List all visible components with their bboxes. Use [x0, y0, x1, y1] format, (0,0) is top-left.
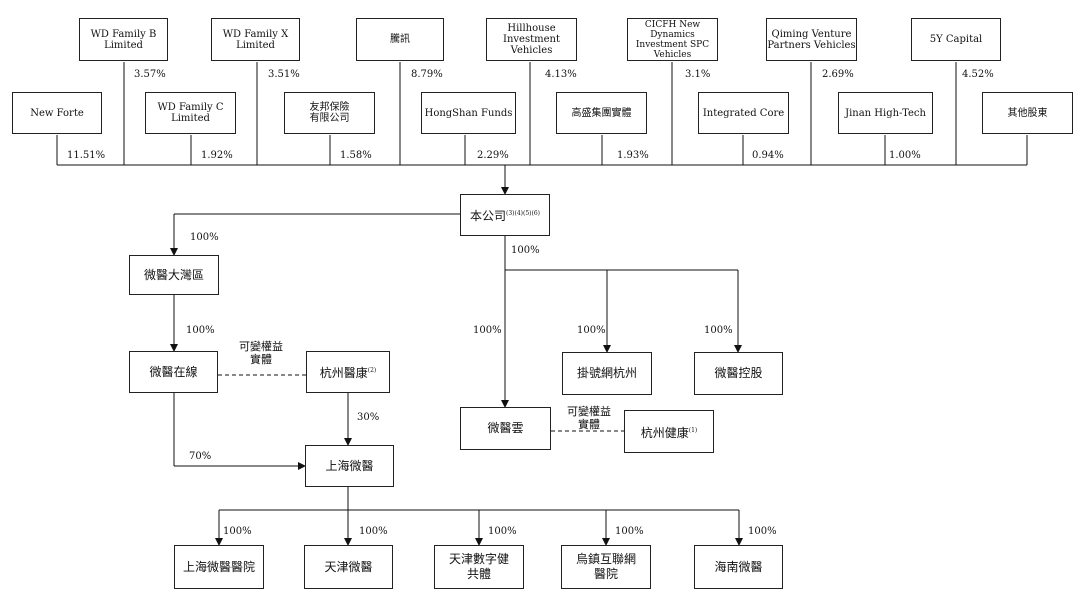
shareholder-goldman: 高盛集團實體 [556, 92, 647, 134]
entity-guahao-hangzhou: 掛號網杭州 [562, 352, 652, 395]
pct-aia: 1.58% [340, 150, 372, 161]
label-pct-sub1: 100% [223, 526, 252, 537]
pct-5y-capital: 4.52% [962, 69, 994, 80]
pct-wd-family-c: 1.92% [201, 150, 233, 161]
shareholder-jinan-high-tech: Jinan High-Tech [838, 92, 933, 134]
vie-label-1: 可變權益 實體 [239, 340, 283, 366]
label-pct-weiyiyun: 100% [473, 325, 502, 336]
shareholder-integrated-core: Integrated Core [698, 92, 789, 134]
label-pct-konggu: 100% [704, 325, 733, 336]
subsidiary-tianjin-weiyi: 天津微醫 [304, 545, 393, 589]
pct-integrated-core: 0.94% [752, 150, 784, 161]
subsidiary-tianjin-digital: 天津數字健 共體 [434, 545, 524, 589]
vie-label-2: 可變權益 實體 [567, 405, 611, 431]
shareholder-aia: 友邦保險 有限公司 [284, 92, 375, 134]
shareholder-new-forte: New Forte [12, 92, 102, 134]
pct-cicfh: 3.1% [685, 69, 711, 80]
pct-new-forte: 11.51% [67, 150, 106, 161]
entity-shanghai-weiyi: 上海微醫 [305, 445, 394, 487]
subsidiary-wuzhen-hospital: 烏鎮互聯網 醫院 [561, 545, 651, 589]
entity-weiyiyun: 微醫雲 [460, 407, 551, 450]
subsidiary-shanghai-hospital: 上海微醫醫院 [174, 545, 264, 589]
company-box: 本公司(3)(4)(5)(6) [460, 194, 550, 236]
label-pct-dawanqu: 100% [190, 232, 219, 243]
shareholder-others: 其他股東 [982, 92, 1073, 134]
label-pct-company-branch: 100% [511, 245, 540, 256]
shareholder-wd-family-c: WD Family C Limited [145, 92, 236, 134]
shareholder-cicfh: CICFH New Dynamics Investment SPC Vehicl… [627, 18, 718, 61]
label-pct-zaixian: 100% [186, 325, 215, 336]
label-pct-sub2: 100% [359, 526, 388, 537]
pct-hillhouse: 4.13% [545, 69, 577, 80]
shareholder-qiming: Qiming Venture Partners Vehicles [766, 18, 857, 61]
label-pct-sub3: 100% [488, 526, 517, 537]
entity-hz-jiankang: 杭州健康(1) [624, 410, 714, 453]
shareholder-hillhouse: Hillhouse Investment Vehicles [486, 18, 577, 61]
label-pct-sub4: 100% [615, 526, 644, 537]
pct-wd-family-x: 3.51% [268, 69, 300, 80]
label-pct-guahao: 100% [577, 325, 606, 336]
label-pct-30: 30% [357, 412, 380, 423]
shareholder-5y-capital: 5Y Capital [911, 18, 1001, 61]
pct-qiming: 2.69% [822, 69, 854, 80]
pct-goldman: 1.93% [617, 150, 649, 161]
pct-hongshan: 2.29% [477, 150, 509, 161]
entity-weiyi-konggu: 微醫控股 [694, 352, 783, 395]
entity-hz-yikang: 杭州醫康(2) [306, 351, 390, 393]
pct-tencent: 8.79% [411, 69, 443, 80]
pct-jinan-high-tech: 1.00% [889, 150, 921, 161]
shareholder-tencent: 騰訊 [356, 18, 444, 61]
shareholder-wd-family-b: WD Family B Limited [79, 18, 168, 61]
subsidiary-hainan-weiyi: 海南微醫 [694, 545, 783, 589]
label-pct-70: 70% [189, 451, 212, 462]
shareholder-hongshan: HongShan Funds [421, 92, 516, 134]
label-pct-sub5: 100% [748, 526, 777, 537]
entity-zaixian: 微醫在線 [129, 351, 218, 393]
entity-dawanqu: 微醫大灣區 [129, 255, 219, 295]
shareholder-wd-family-x: WD Family X Limited [211, 18, 300, 61]
pct-wd-family-b: 3.57% [134, 69, 166, 80]
